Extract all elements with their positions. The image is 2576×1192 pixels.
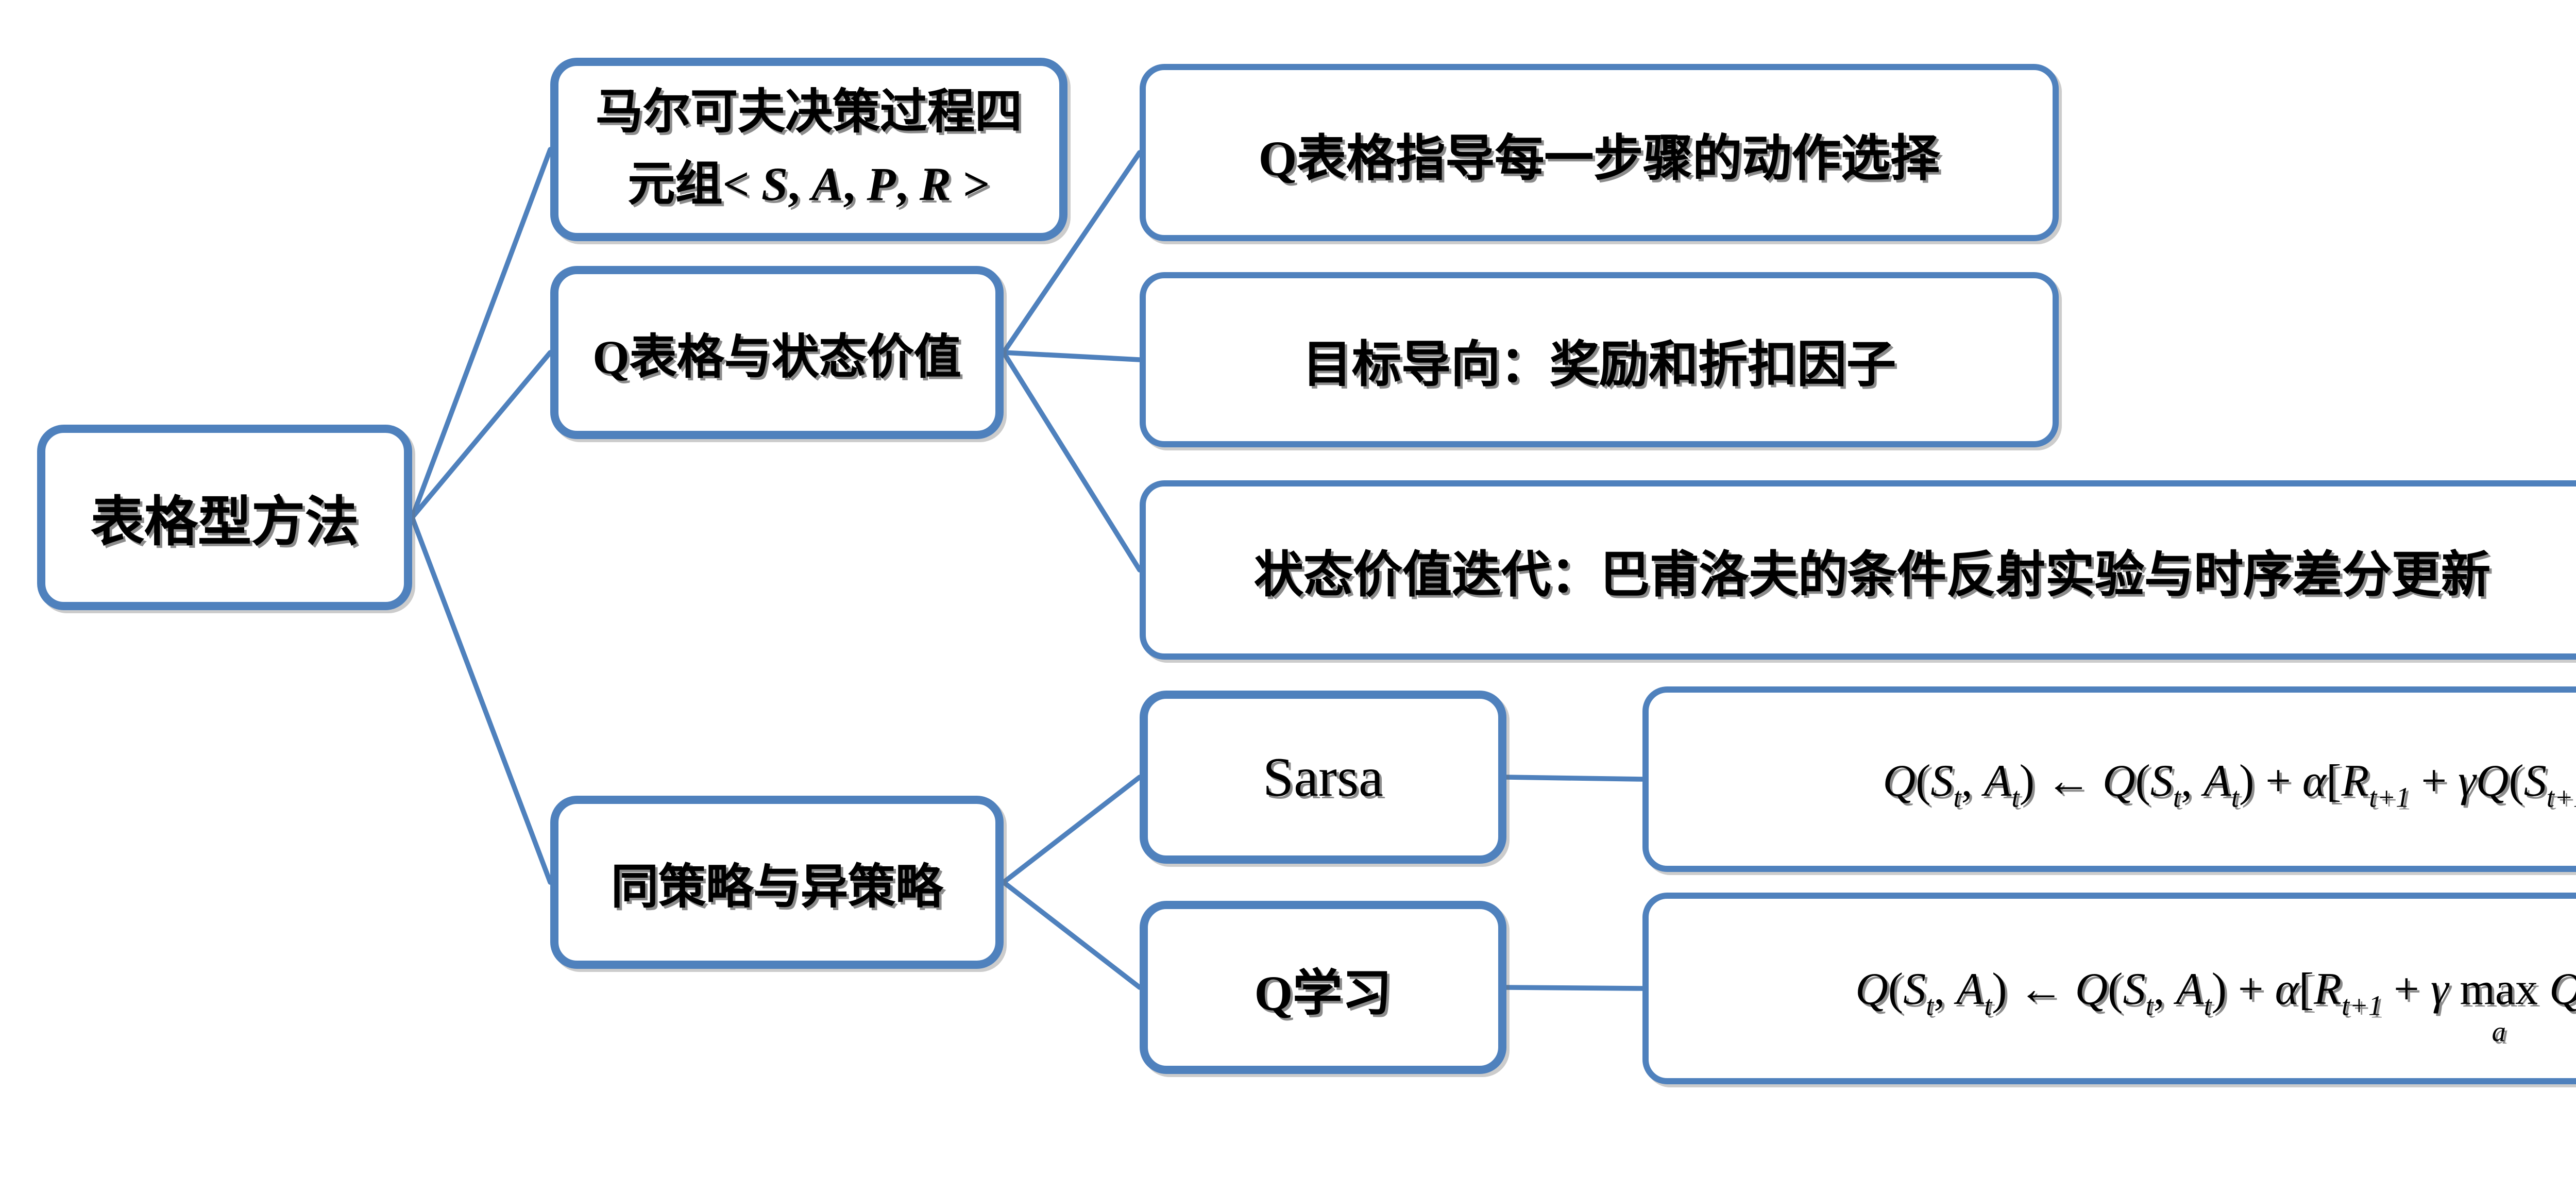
node-sarsa-update-formula-text-line: Q(St, At) ← Q(St, At) + α[Rt+1 + γQ(St+1… bbox=[1883, 753, 2576, 812]
node-state-value-iteration-label: 状态价值迭代：巴甫洛夫的条件反射实验与时序差分更新 bbox=[1254, 550, 2490, 604]
node-qtable-guides-action-selection[interactable]: Q表格指导每一步骤的动作选择 bbox=[1140, 64, 2059, 241]
node-qtable-guides-action-selection-label: Q表格指导每一步骤的动作选择 bbox=[1258, 133, 1940, 187]
connector-sarsa-formula[interactable] bbox=[1504, 775, 1645, 782]
connector-policy-sarsa[interactable] bbox=[1001, 775, 1142, 885]
node-mdp-tuple[interactable]: 马尔可夫决策过程四元组< S, A, P, R > bbox=[550, 58, 1067, 241]
node-mdp-tuple-text-line: 马尔可夫决策过程四 bbox=[596, 87, 1022, 138]
node-goal-oriented-reward-discount[interactable]: 目标导向：奖励和折扣因子 bbox=[1140, 272, 2059, 447]
connector-qtable-goal-oriented[interactable] bbox=[1001, 350, 1142, 362]
node-state-value-iteration[interactable]: 状态价值迭代：巴甫洛夫的条件反射实验与时序差分更新 bbox=[1140, 480, 2576, 660]
connector-policy-qlearning[interactable] bbox=[1001, 880, 1142, 990]
node-qtable-state-value-label: Q表格与状态价值 bbox=[592, 332, 961, 383]
node-on-policy-off-policy[interactable]: 同策略与异策略 bbox=[550, 796, 1004, 969]
node-qtable-state-value[interactable]: Q表格与状态价值 bbox=[550, 266, 1004, 439]
connector-qtable-action-selection[interactable] bbox=[1001, 150, 1142, 355]
node-goal-oriented-reward-discount-label: 目标导向：奖励和折扣因子 bbox=[1302, 340, 1896, 394]
node-mdp-tuple-label: 马尔可夫决策过程四元组< S, A, P, R > bbox=[596, 78, 1022, 221]
node-sarsa-update-formula[interactable]: Q(St, At) ← Q(St, At) + α[Rt+1 + γQ(St+1… bbox=[1642, 686, 2576, 872]
connector-root-policy[interactable] bbox=[410, 515, 553, 885]
node-on-policy-off-policy-label: 同策略与异策略 bbox=[611, 862, 943, 913]
node-tabular-methods-label: 表格型方法 bbox=[90, 492, 359, 551]
connector-qlearning-formula[interactable] bbox=[1504, 985, 1645, 991]
node-sarsa-update-formula-label: Q(St, At) ← Q(St, At) + α[Rt+1 + γQ(St+1… bbox=[1883, 745, 2576, 813]
connector-qtable-value-iteration[interactable] bbox=[1001, 350, 1142, 573]
connector-root-qtable[interactable] bbox=[410, 350, 553, 520]
node-qlearning-label: Q学习 bbox=[1254, 968, 1392, 1021]
connector-root-mdp[interactable] bbox=[410, 147, 553, 520]
node-sarsa-label: Sarsa bbox=[1263, 745, 1383, 807]
node-sarsa[interactable]: Sarsa bbox=[1140, 691, 1506, 864]
node-qlearning[interactable]: Q学习 bbox=[1140, 901, 1506, 1074]
node-mdp-tuple-text-line: 元组< S, A, P, R > bbox=[628, 158, 990, 209]
node-tabular-methods[interactable]: 表格型方法 bbox=[37, 425, 412, 610]
